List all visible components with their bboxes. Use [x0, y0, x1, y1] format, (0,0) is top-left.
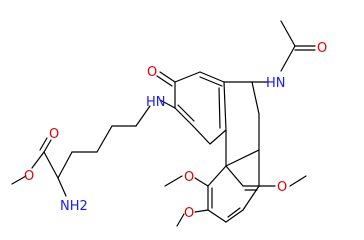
ester-methoxy-oxygen-label: O — [24, 169, 34, 184]
bond-oester-me — [11, 175, 27, 185]
bond-trop-2 — [174, 71, 201, 83]
bond-trop-4 — [174, 107, 194, 127]
methoxy-top-oxygen-label: O — [184, 170, 194, 185]
bonds — [11, 20, 316, 227]
bond-ar-5-double — [227, 207, 241, 218]
bond-trop-1 — [199, 71, 225, 83]
bond-ca-c — [43, 151, 59, 179]
bond-trop-1-double — [199, 76, 223, 87]
bond-ar-2 — [207, 165, 227, 187]
atom-labels: O HN O HN O O NH2 O O O — [24, 41, 327, 221]
bond-c7-c6 — [251, 81, 260, 115]
bond-trop-6 — [209, 129, 227, 145]
bond-trop-5 — [192, 125, 211, 145]
bond-ome-right-me — [289, 175, 307, 187]
methoxy-right-oxygen-label: O — [277, 180, 287, 195]
bond-cd-cg — [96, 125, 113, 153]
bond-ca-n — [57, 177, 67, 197]
bond-ome-mid-me — [176, 213, 185, 227]
methoxy-mid-oxygen-label: O — [184, 206, 194, 221]
acetyl-oxygen-label: O — [317, 41, 327, 56]
amine-nitrogen-label: HN — [146, 95, 166, 110]
ester-carbonyl-oxygen-label: O — [49, 127, 59, 142]
bond-cb-ca — [57, 151, 73, 179]
bond-trop-7-double — [218, 87, 221, 129]
bond-ome-top-me — [164, 175, 183, 187]
amino-nitrogen-label: NH2 — [60, 199, 88, 214]
bond-ketone — [159, 71, 176, 83]
bond-c-oester — [31, 151, 45, 169]
bond-c10-n — [159, 99, 176, 109]
bond-ar-5 — [225, 209, 244, 223]
bond-ome-mid — [194, 209, 209, 213]
bond-trop-7 — [223, 81, 227, 131]
bond-ketone-double — [156, 75, 173, 87]
bond-ar-1 — [225, 165, 244, 187]
bond-trop-4-double — [177, 104, 195, 122]
bond-c-o-double — [39, 137, 48, 151]
ketone-oxygen-label: O — [147, 65, 157, 80]
bond-c-o — [43, 139, 52, 153]
bond-ar-4 — [207, 209, 227, 223]
bond-n-ce — [135, 105, 151, 127]
bond-c5-ar — [225, 149, 260, 167]
bond-acetyl-methyl — [280, 20, 296, 47]
amide-nitrogen-label: HN — [266, 76, 286, 91]
bond-acetyl-co-n — [280, 45, 296, 72]
bond-ome-top — [194, 177, 209, 187]
